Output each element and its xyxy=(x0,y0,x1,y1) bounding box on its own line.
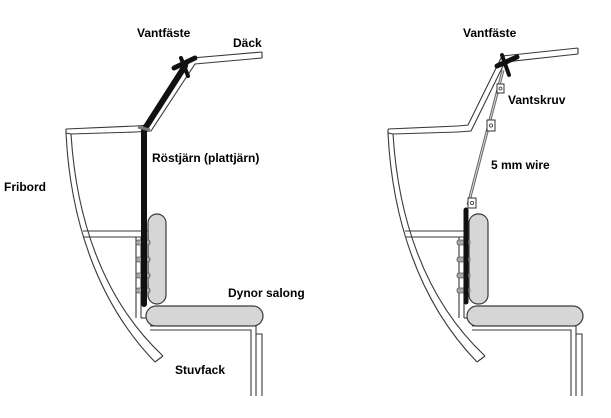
label-stuvfack: Stuvfack xyxy=(175,363,225,377)
seat-back-cushion xyxy=(147,213,167,305)
hull-side-outline-right xyxy=(387,132,486,363)
label-vantskruv: Vantskruv xyxy=(508,93,566,107)
label-dynor-salong: Dynor salong xyxy=(228,286,305,300)
seat-cushion xyxy=(145,305,264,327)
hull-side-outline xyxy=(65,132,164,363)
label-fribord: Fribord xyxy=(4,180,46,194)
seat-back-cushion-right xyxy=(468,213,489,305)
shroud-attachment-left xyxy=(171,55,198,78)
turnbuckle xyxy=(467,83,505,209)
deck-outline-right xyxy=(457,47,579,133)
shroud-attachment-right xyxy=(494,53,520,77)
label-vantfaste-right: Vantfäste xyxy=(463,26,517,40)
seat-cushion-right xyxy=(466,305,584,327)
right-panel-wire: Vantfäste Vantskruv 5 mm wire xyxy=(387,26,584,396)
cabin-top-outline xyxy=(65,125,137,135)
cabin-top-outline-right xyxy=(387,125,459,135)
label-wire: 5 mm wire xyxy=(491,158,550,172)
label-dack: Däck xyxy=(233,36,262,50)
chainplate-bar xyxy=(137,63,188,307)
label-rostjarn: Röstjärn (plattjärn) xyxy=(152,151,259,165)
left-panel-chainplate: Vantfäste Däck Röstjärn (plattjärn) Frib… xyxy=(4,26,305,396)
deck-outline xyxy=(135,51,263,133)
label-vantfaste-left: Vantfäste xyxy=(137,26,191,40)
